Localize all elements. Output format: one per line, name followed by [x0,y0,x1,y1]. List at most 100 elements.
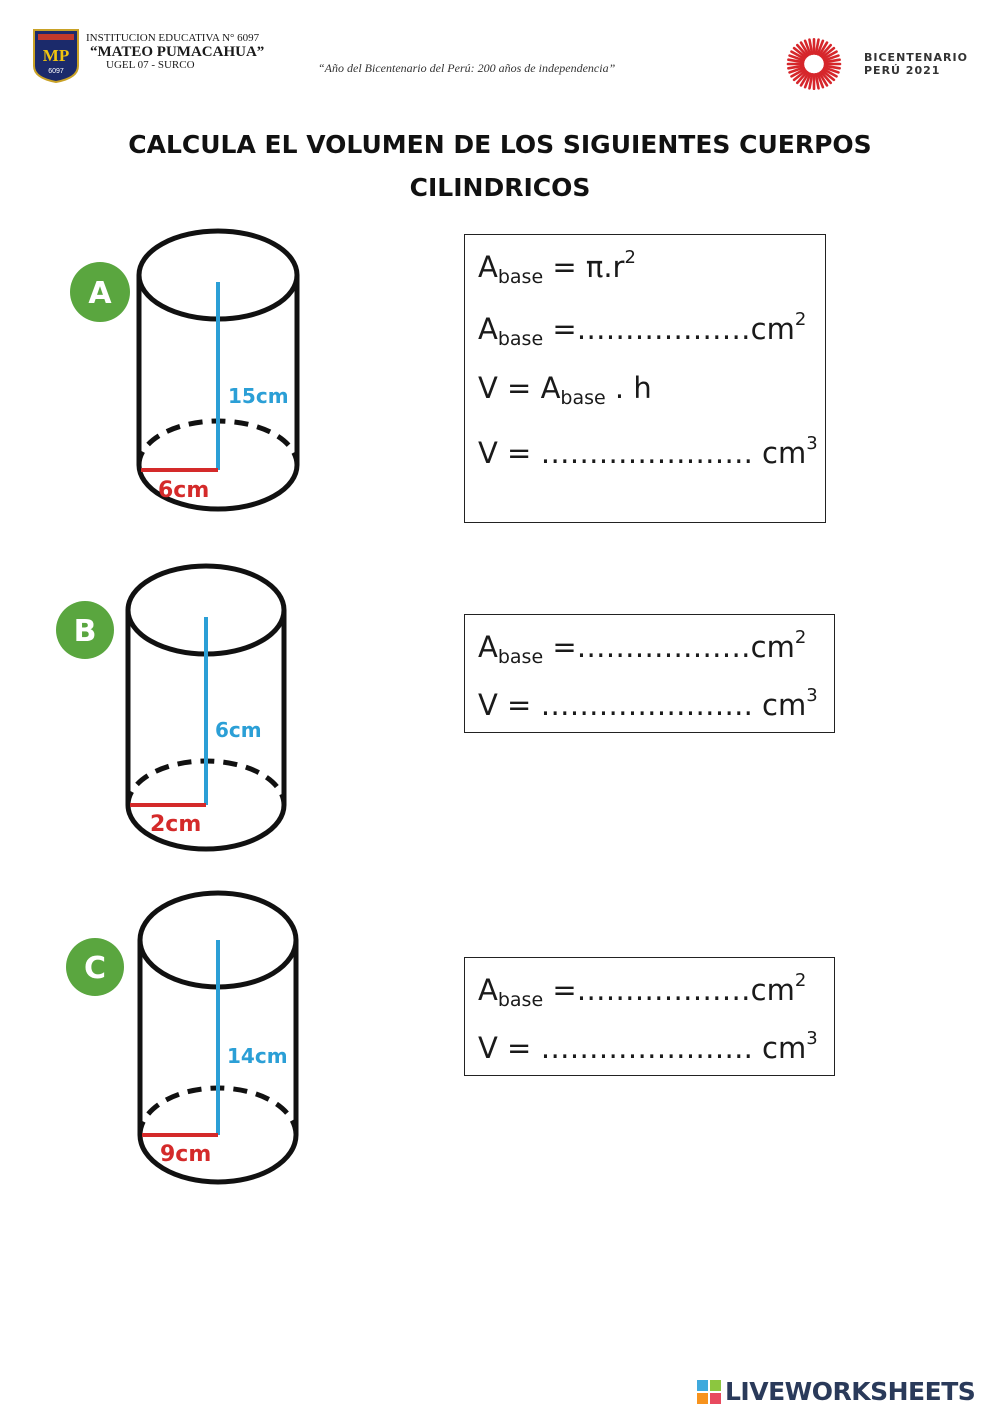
bicentenario-ray [792,46,807,59]
volume-answer-row-c[interactable]: V = …………………. cm3 [478,1028,818,1065]
abase-answer-sub: base [497,646,544,668]
volume-formula-sub: base [560,387,606,409]
bicentenario-ray [808,38,814,56]
height-label-b: 6cm [215,718,262,742]
badge-c-circle [66,938,124,996]
abase-answer-blank-c[interactable]: =………………cm [543,973,795,1007]
school-line-2: “MATEO PUMACAHUA” [90,43,265,60]
bicentenario-ray [816,39,825,56]
abase-answer-prefix: A [478,312,498,346]
volume-answer-blank-a[interactable]: V = …………………. cm [478,436,807,470]
volume-formula-row-a: V = Abase . h [478,371,652,409]
bicentenario-ray [823,58,841,64]
school-line-3: UGEL 07 - SURCO [106,59,195,72]
abase-answer-row-c[interactable]: Abase =………………cm2 [478,970,806,1011]
abase-formula-sub: base [497,266,544,288]
bicentenario-ray [803,39,812,56]
badge-b-letter: B [74,614,97,649]
title-line-1: CALCULA EL VOLUMEN DE LOS SIGUIENTES CUE… [128,130,872,159]
bicentenario-line-1: BICENTENARIO [864,51,968,64]
bicentenario-ray [814,72,820,90]
bicentenario-ray [822,67,838,78]
abase-answer-prefix: A [478,973,498,1007]
abase-formula-prefix: A [478,250,498,284]
bicentenario-ray [823,66,840,74]
formula-box-b: Abase =………………cm2 V = …………………. cm3 [464,614,835,733]
volume-answer-blank-c[interactable]: V = …………………. cm [478,1031,807,1065]
school-line-1: INSTITUCION EDUCATIVA N° 6097 [86,32,260,44]
bicentenario-ray [790,67,806,78]
volume-answer-sup: 3 [806,1028,818,1049]
abase-answer-sub: base [497,989,544,1011]
badge-b-circle [56,601,114,659]
badge-c-letter: C [84,951,106,986]
radius-label-b: 2cm [150,812,201,837]
school-crest-logo: MP 6097 [32,28,80,84]
liveworksheets-footer[interactable]: LIVEWORKSHEETS [697,1377,976,1406]
bicentenario-ray [816,72,825,89]
badge-a-letter: A [88,276,112,311]
worksheet-title: CALCULA EL VOLUMEN DE LOS SIGUIENTES CUE… [0,123,1000,209]
cylinder-figure-b: B 6cm 2cm [56,563,287,852]
abase-answer-blank-a[interactable]: =………………cm [543,312,795,346]
volume-answer-sup: 3 [806,433,818,454]
volume-answer-blank-b[interactable]: V = …………………. cm [478,688,807,722]
cylinder-c-bottom-front [137,1134,299,1185]
bicentenario-ray [819,43,833,58]
abase-formula-row-a: Abase = π.r2 [478,247,636,288]
crest-number: 6097 [48,68,64,75]
title-line-2: CILINDRICOS [409,173,591,202]
school-name-block: INSTITUCION EDUCATIVA N° 6097 “MATEO PUM… [86,32,265,72]
abase-answer-prefix: A [478,630,498,664]
liveworksheets-brand[interactable]: LIVEWORKSHEETS [725,1377,976,1406]
bicentenario-ray [821,69,836,82]
bicentenario-ray [799,41,810,57]
bicentenario-ray [790,50,806,61]
abase-answer-row-a[interactable]: Abase =………………cm2 [478,309,806,350]
volume-answer-row-a[interactable]: V = …………………. cm3 [478,433,818,470]
bicentenario-ray [814,38,820,56]
bicentenario-logo [778,36,850,92]
bicentenario-ray [795,70,809,85]
bicentenario-ray [787,58,805,64]
abase-formula-rest: = π.r [543,250,625,284]
motto-text: “Año del Bicentenario del Perú: 200 años… [318,61,616,75]
abase-answer-sup: 2 [794,970,807,991]
cylinder-b-bottom-front [125,804,287,852]
cylinder-figure-c: C 14cm 9cm [66,890,299,1185]
cylinder-a-bottom-front [136,464,300,512]
volume-formula-prefix: V = A [478,371,561,405]
liveworksheets-icon [697,1379,721,1404]
bicentenario-line-2: PERÚ 2021 [864,64,941,77]
bicentenario-ray [819,70,833,85]
volume-answer-sup: 3 [806,685,818,706]
abase-answer-sup: 2 [794,309,807,330]
bicentenario-ray [808,72,814,90]
bicentenario-ray [823,54,840,62]
abase-formula-sup: 2 [624,247,636,268]
abase-answer-blank-b[interactable]: =………………cm [543,630,795,664]
formula-box-a: Abase = π.r2 Abase =………………cm2 V = Abase … [464,234,826,523]
badge-a-circle [70,262,130,322]
bicentenario-ray [792,69,807,82]
bicentenario-ray [795,43,809,58]
bicentenario-ray [799,71,810,87]
bicentenario-ray [788,54,805,62]
volume-formula-rest: . h [605,371,652,405]
formula-box-c: Abase =………………cm2 V = …………………. cm3 [464,957,835,1076]
bicentenario-ray [821,46,836,59]
abase-answer-sup: 2 [794,627,807,648]
height-label-a: 15cm [228,384,289,408]
crest-initials: MP [43,46,69,65]
height-label-c: 14cm [227,1044,288,1068]
volume-answer-row-b[interactable]: V = …………………. cm3 [478,685,818,722]
bicentenario-label: BICENTENARIO PERÚ 2021 [864,51,968,77]
bicentenario-ray [788,66,805,74]
bicentenario-ray [803,72,812,89]
bicentenario-ray [787,64,805,70]
abase-answer-sub: base [497,328,544,350]
abase-answer-row-b[interactable]: Abase =………………cm2 [478,627,806,668]
cylinder-figure-a: A 15cm 6cm [70,228,300,512]
bicentenario-ray [818,41,829,57]
radius-label-c: 9cm [160,1142,211,1167]
